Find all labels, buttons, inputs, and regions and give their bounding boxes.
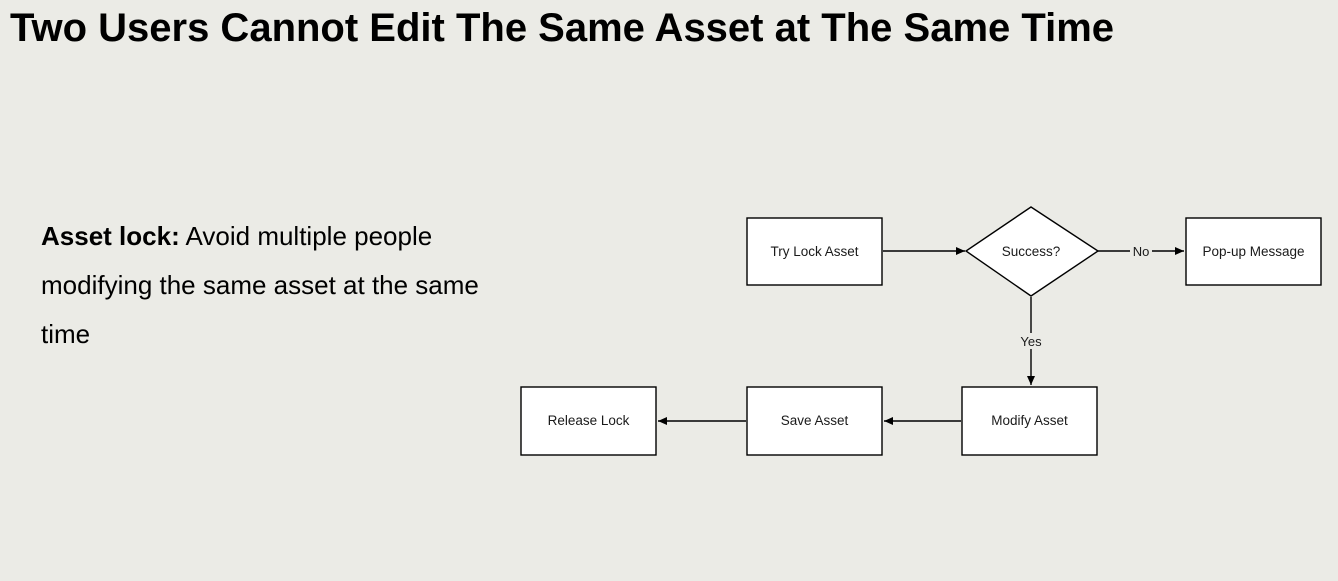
edge-no-label: No: [1133, 244, 1150, 259]
edge-no-label-bg: [1130, 243, 1152, 259]
node-try-lock-asset: [746, 217, 883, 286]
edge-yes-label: Yes: [1020, 334, 1042, 349]
node-save-asset: [746, 386, 883, 456]
node-release-lock-label: Release Lock: [548, 413, 630, 428]
edge-yes-label-bg: [1018, 333, 1044, 349]
node-popup-message: [1185, 217, 1322, 286]
node-success-decision-label: Success?: [1002, 244, 1061, 259]
page-title: Two Users Cannot Edit The Same Asset at …: [10, 6, 1115, 50]
node-try-lock-asset-label: Try Lock Asset: [770, 244, 858, 259]
node-modify-asset: [961, 386, 1098, 456]
node-popup-message-label: Pop-up Message: [1202, 244, 1304, 259]
description-paragraph: Asset lock: Avoid multiple people modify…: [41, 212, 511, 359]
node-success-decision: [964, 206, 1100, 297]
description-term: Asset lock:: [41, 221, 180, 251]
node-release-lock: [520, 386, 657, 456]
node-save-asset-label: Save Asset: [781, 413, 849, 428]
description-text: Avoid multiple people modifying the same…: [41, 221, 479, 349]
node-modify-asset-label: Modify Asset: [991, 413, 1068, 428]
